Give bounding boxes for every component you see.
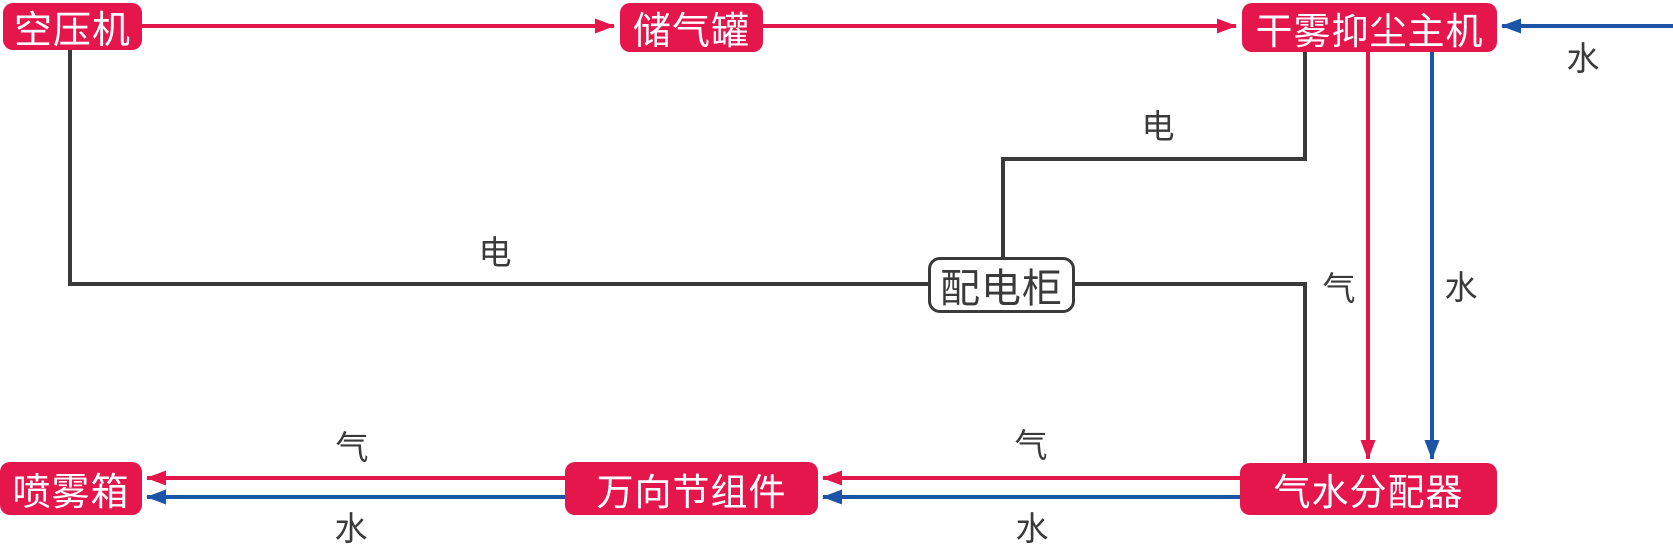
node-air-tank: 储气罐 bbox=[620, 3, 763, 53]
label-air-to-spray: 气 bbox=[335, 429, 369, 466]
node-universal-joint-assembly: 万向节组件 bbox=[565, 462, 818, 515]
node-power-distribution-cabinet: 配电柜 bbox=[928, 257, 1075, 313]
node-air-compressor: 空压机 bbox=[3, 3, 142, 52]
node-spray-box: 喷雾箱 bbox=[0, 462, 142, 515]
label-air-vertical: 气 bbox=[1322, 270, 1356, 307]
node-gas-water-distributor: 气水分配器 bbox=[1240, 463, 1497, 515]
electric-wire-cabinet-to-distributor bbox=[1075, 282, 1307, 463]
label-water-vertical: 水 bbox=[1444, 269, 1478, 306]
label-water-to-joint: 水 bbox=[1015, 510, 1049, 547]
label-water-inlet: 水 bbox=[1566, 40, 1600, 77]
label-water-to-spray: 水 bbox=[334, 510, 368, 547]
label-electric-left: 电 bbox=[478, 234, 512, 271]
label-electric-top: 电 bbox=[1141, 108, 1175, 145]
electric-wire-cabinet-to-compressor bbox=[68, 50, 928, 286]
electric-wire-cabinet-to-main-unit bbox=[1001, 52, 1307, 257]
label-air-to-joint: 气 bbox=[1014, 427, 1048, 464]
node-dry-fog-main-unit: 干雾抑尘主机 bbox=[1242, 3, 1497, 52]
